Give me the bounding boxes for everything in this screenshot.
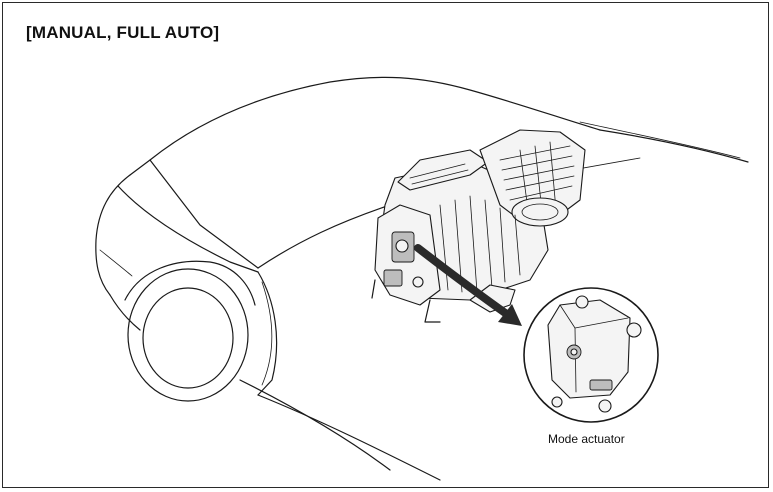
mode-actuator-callout: [523, 287, 659, 423]
front-wheel: [124, 260, 256, 402]
mode-actuator-label: Mode actuator: [548, 432, 625, 446]
car-body-outline: [95, 76, 749, 481]
figure-heading: [MANUAL, FULL AUTO]: [26, 23, 220, 42]
heater-blower-unit: [371, 129, 586, 323]
pointer-arrow: [414, 244, 522, 326]
